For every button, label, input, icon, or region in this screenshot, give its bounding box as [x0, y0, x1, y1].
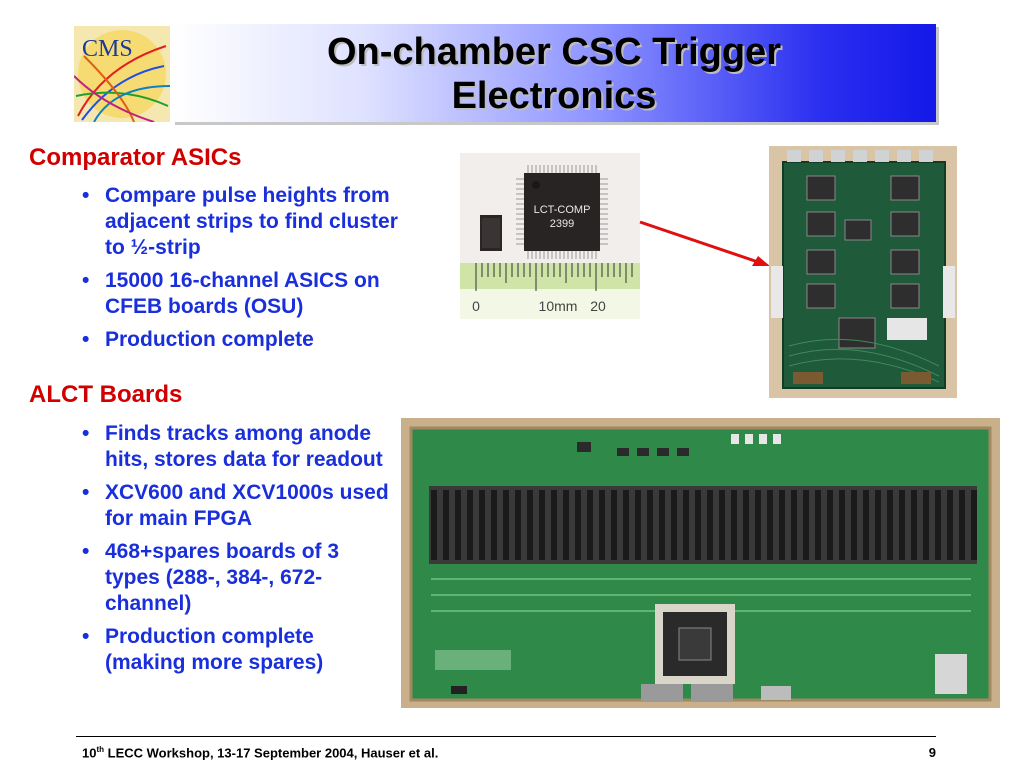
- ruler-label-0: 0: [472, 298, 480, 314]
- arrow-icon: [639, 220, 770, 266]
- footer-description: LECC Workshop, 13-17 September 2004, Hau…: [104, 745, 439, 761]
- comparator-chip-photo: LCT-COMP 2399 0 10mm 20: [460, 153, 640, 319]
- section-heading-alct: ALCT Boards: [29, 381, 183, 408]
- alct-board-photo: [401, 418, 1000, 708]
- chip-marking-2: 2399: [550, 218, 574, 230]
- footer-divider: [76, 736, 936, 737]
- bullet-item: Production complete (making more spares): [78, 624, 393, 676]
- title-line-2: Electronics: [451, 75, 657, 117]
- cfeb-board-photo: [769, 146, 957, 398]
- slide-title: On-chamber CSC Trigger Electronics: [172, 30, 936, 118]
- bullet-item: Compare pulse heights from adjacent stri…: [78, 183, 408, 261]
- bullet-item: 468+spares boards of 3 types (288-, 384-…: [78, 539, 393, 617]
- footer-text: 10th LECC Workshop, 13-17 September 2004…: [82, 745, 438, 760]
- cms-logo: CMS: [73, 26, 171, 123]
- ruler-label-10mm: 10mm: [539, 298, 578, 314]
- chip-marking-1: LCT-COMP: [534, 204, 591, 216]
- bullet-item: Finds tracks among anode hits, stores da…: [78, 421, 393, 473]
- bullet-item: XCV600 and XCV1000s used for main FPGA: [78, 480, 393, 532]
- bullet-item: 15000 16-channel ASICS on CFEB boards (O…: [78, 268, 408, 320]
- alct-bullet-list: Finds tracks among anode hits, stores da…: [78, 421, 393, 683]
- logo-text: CMS: [82, 36, 133, 62]
- bullet-item: Production complete: [78, 327, 408, 353]
- section-heading-comparator: Comparator ASICs: [29, 144, 242, 171]
- footer-ordinal-suffix: th: [96, 745, 105, 754]
- ruler-label-20: 20: [590, 298, 606, 314]
- comparator-bullet-list: Compare pulse heights from adjacent stri…: [78, 183, 408, 360]
- title-banner: [172, 24, 936, 122]
- page-number: 9: [928, 745, 936, 760]
- footer-workshop-number: 10: [82, 745, 97, 761]
- title-line-1: On-chamber CSC Trigger: [327, 31, 781, 73]
